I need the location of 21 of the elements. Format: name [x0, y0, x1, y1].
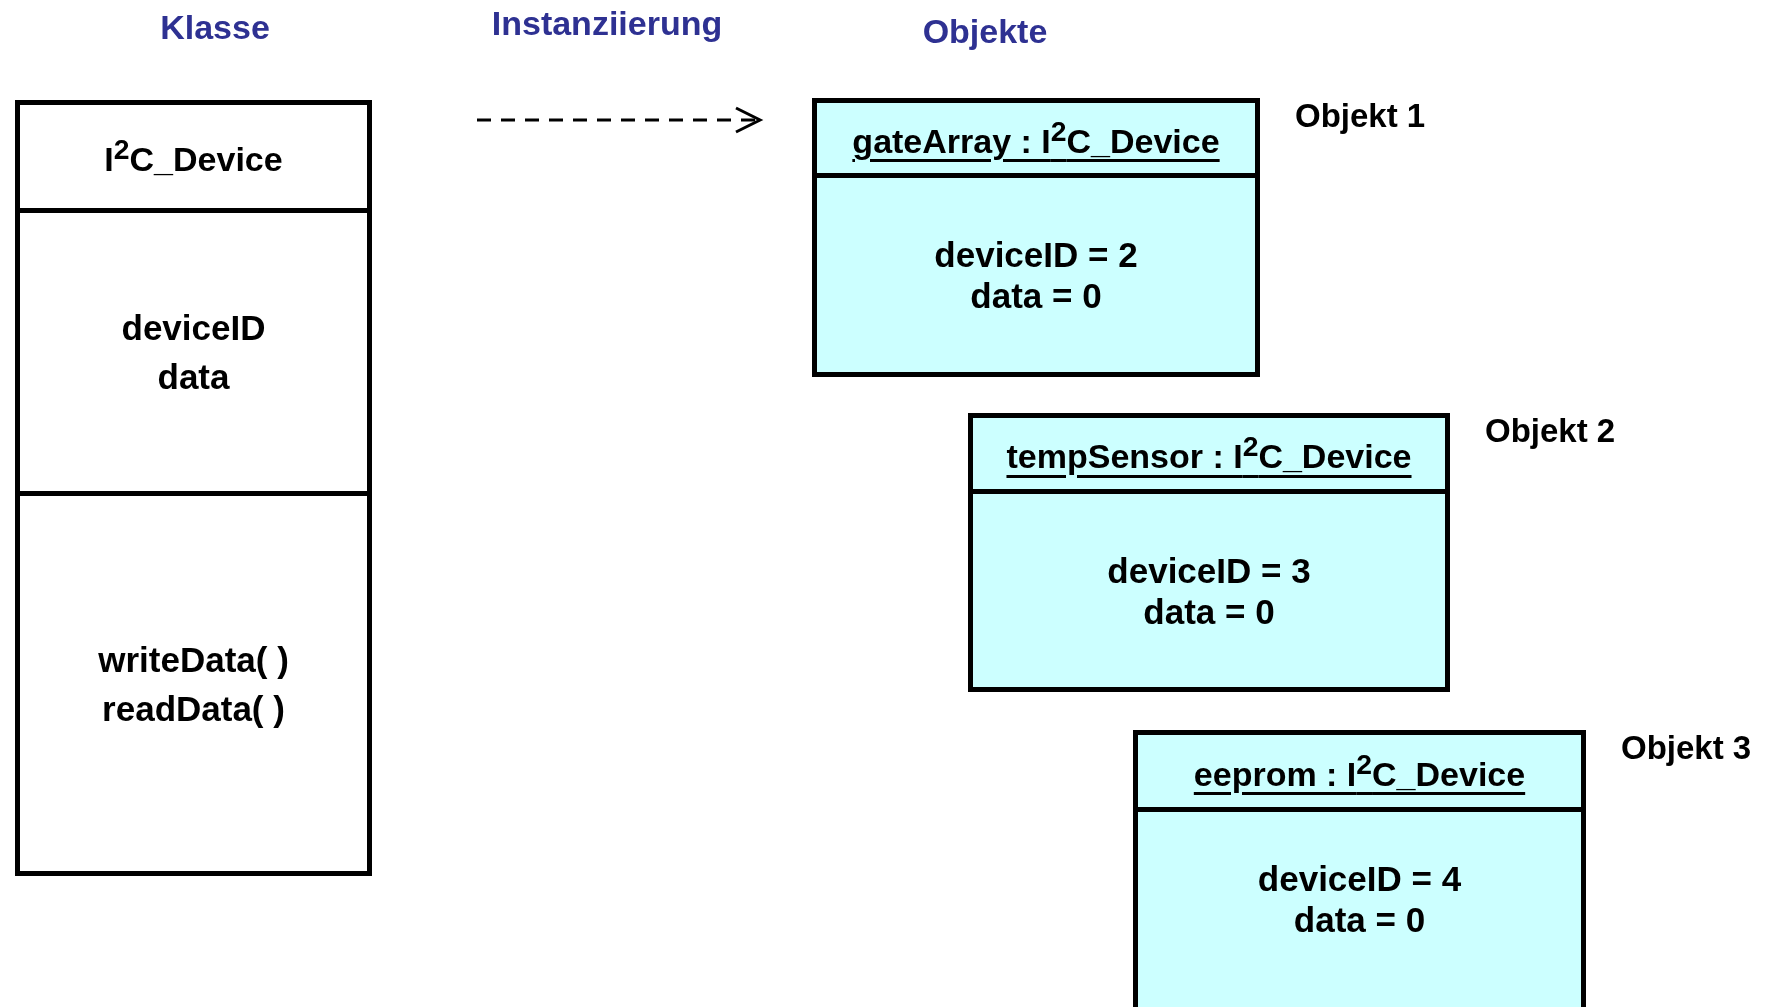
- object-label: Objekt 1: [1295, 97, 1426, 135]
- column-heading: Objekte: [922, 12, 1048, 51]
- object-label: Objekt 2: [1485, 412, 1616, 450]
- column-heading: Instanziierung: [491, 4, 723, 43]
- attribute-value: data = 0: [1143, 590, 1275, 632]
- object-name: gateArray : I$^{2}$C_Device: [852, 114, 1220, 162]
- attribute-name: data: [157, 356, 230, 398]
- attribute-value: data = 0: [970, 275, 1102, 316]
- attribute-name: deviceID: [121, 307, 266, 349]
- object-label: Objekt 3: [1621, 729, 1752, 767]
- attribute-value: data = 0: [1293, 898, 1426, 940]
- class-box: [15, 100, 372, 876]
- attribute-value: deviceID = 3: [1107, 549, 1311, 591]
- object-name: eeprom : I$^{2}$C_Device: [1193, 747, 1526, 795]
- class-name: I$^{2}$C_Device: [104, 133, 283, 180]
- attribute-value: deviceID = 4: [1257, 857, 1462, 899]
- attribute-value: deviceID = 2: [934, 234, 1138, 275]
- column-heading: Klasse: [160, 8, 270, 47]
- object-name: tempSensor : I$^{2}$C_Device: [1006, 430, 1412, 477]
- method-name: readData( ): [102, 687, 285, 730]
- method-name: writeData( ): [98, 638, 289, 681]
